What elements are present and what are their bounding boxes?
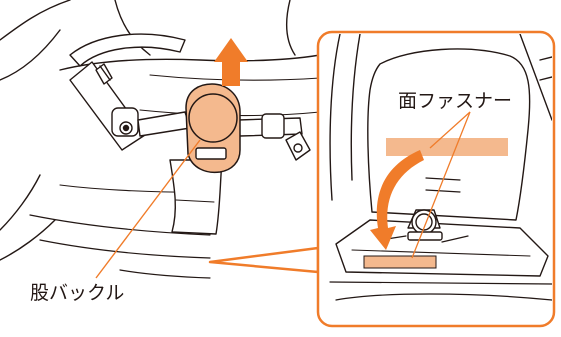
hook-and-loop-label: 面ファスナー [398, 92, 512, 111]
hook-loop-strip-back [386, 138, 508, 156]
seat-back-outline [60, 0, 320, 70]
crotch-buckle-pad-icon [186, 84, 240, 172]
pull-up-arrow-icon [214, 38, 248, 86]
crotch-buckle-label: 股バックル [30, 284, 124, 303]
waist-strap-left [138, 112, 190, 136]
inset-seat-back [368, 49, 530, 220]
callout-pointer [210, 248, 318, 272]
inset-panel [318, 32, 556, 326]
hook-loop-strip-base [364, 256, 436, 268]
shoulder-strap-left [70, 34, 185, 66]
stroller-seat-main [0, 0, 320, 278]
seat-frame-left [0, 0, 70, 260]
